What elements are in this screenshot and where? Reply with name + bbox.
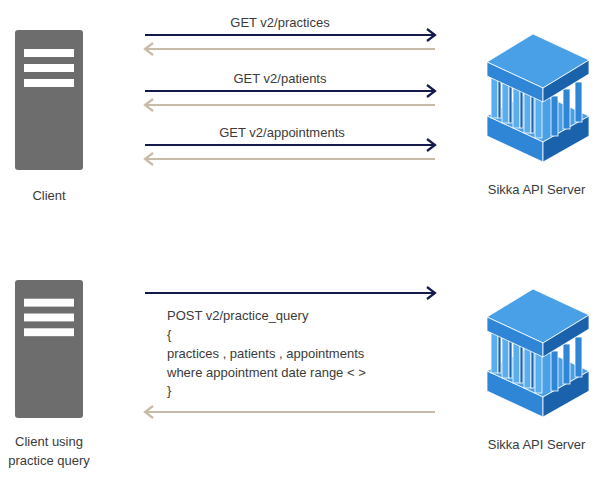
request-label: GET v2/practices [230, 15, 329, 31]
request-label: GET v2/patients [234, 71, 327, 87]
request-arrow [145, 90, 435, 92]
response-arrow [145, 48, 435, 50]
request-label: GET v2/appointments [219, 125, 345, 141]
query-text: } [167, 383, 171, 399]
response-arrow [145, 104, 435, 106]
query-text: POST v2/practice_query [167, 308, 308, 324]
client-icon-group [15, 280, 83, 418]
node-caption: Client [0, 186, 119, 205]
query-text: where appointment date range < > [167, 365, 366, 381]
node-label: Client using practice query [0, 432, 98, 470]
node-label: Client [0, 186, 119, 205]
response-arrow [145, 411, 435, 413]
connector-group [145, 35, 435, 412]
client-box: Client [15, 30, 83, 170]
api-server-box: Sikka API Server [483, 30, 590, 165]
node-caption: Sikka API Server [467, 180, 599, 199]
query-text: { [167, 327, 171, 343]
node-caption: Sikka API Server [467, 435, 599, 454]
query-text: practices , patients , appointments [167, 346, 364, 362]
node-label: Sikka API Server [467, 435, 599, 454]
request-arrow [145, 292, 435, 294]
api-server-icon [487, 289, 589, 417]
node-label: Sikka API Server [467, 180, 599, 199]
response-arrow [145, 158, 435, 160]
api-server-icon [487, 34, 589, 162]
node-caption: Client using practice query [0, 432, 98, 470]
client-icon [15, 280, 83, 418]
client-box: Client using practice query [15, 280, 83, 418]
request-arrow [145, 34, 435, 36]
request-arrow [145, 144, 435, 146]
api-server-box: Sikka API Server [483, 285, 590, 420]
client-icon [15, 30, 83, 170]
